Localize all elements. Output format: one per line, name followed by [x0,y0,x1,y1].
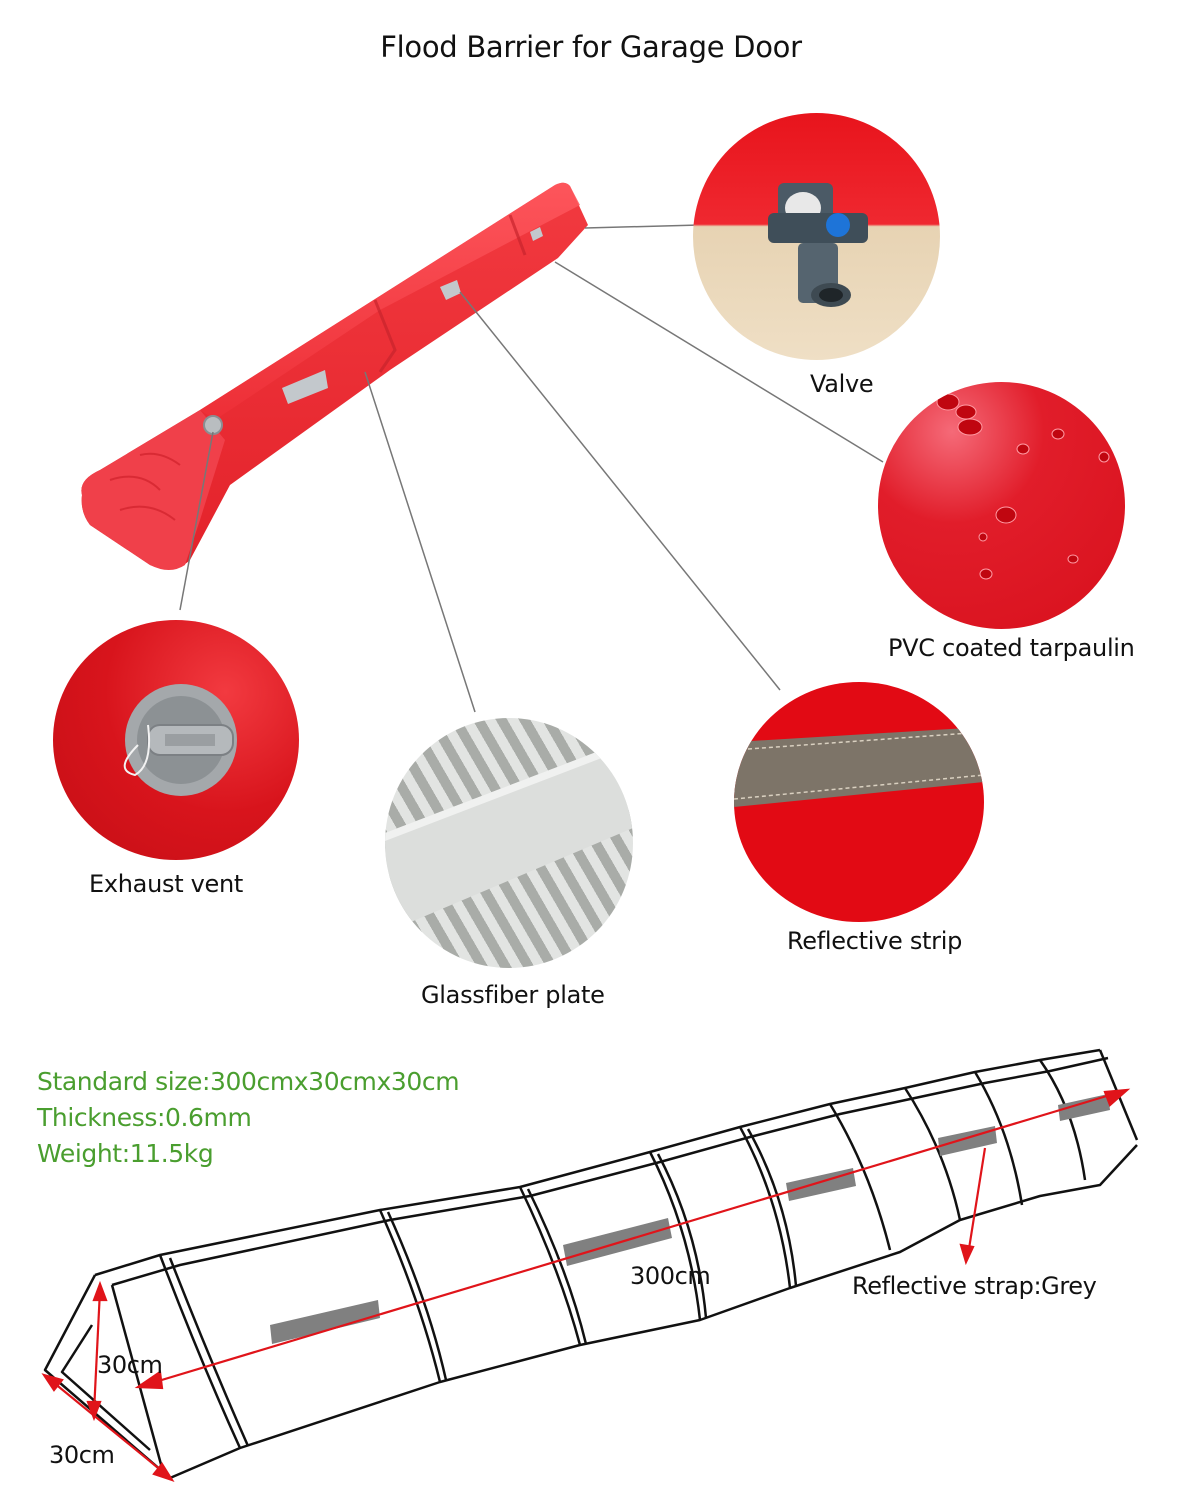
leader-lines [179,224,884,713]
strap-color-label: Reflective strap:Grey [852,1272,1097,1300]
length-dimension-label: 300cm [630,1262,711,1290]
glassfiber-label: Glassfiber plate [421,981,605,1009]
exhaust-vent-label: Exhaust vent [89,870,244,898]
exhaust-vent-photo-icon [53,620,299,860]
barrier-photo [81,182,884,713]
valve-photo-icon [693,113,940,360]
glassfiber-photo-icon [385,718,633,968]
tarpaulin-photo-icon [878,382,1125,629]
spec-weight: Weight:11.5kg [37,1139,214,1168]
page-title: Flood Barrier for Garage Door [380,30,802,64]
valve-label: Valve [810,370,874,398]
reflective-strip-photo-icon [734,682,984,922]
height-dimension-label: 30cm [97,1351,163,1379]
spec-thickness: Thickness:0.6mm [37,1103,252,1132]
reflective-strip-label: Reflective strip [787,927,963,955]
tarpaulin-label: PVC coated tarpaulin [888,634,1135,662]
spec-size: Standard size:300cmx30cmx30cm [37,1067,460,1096]
specs-block: Standard size:300cmx30cmx30cm Thickness:… [37,1064,460,1172]
base-dimension-label: 30cm [49,1441,115,1469]
